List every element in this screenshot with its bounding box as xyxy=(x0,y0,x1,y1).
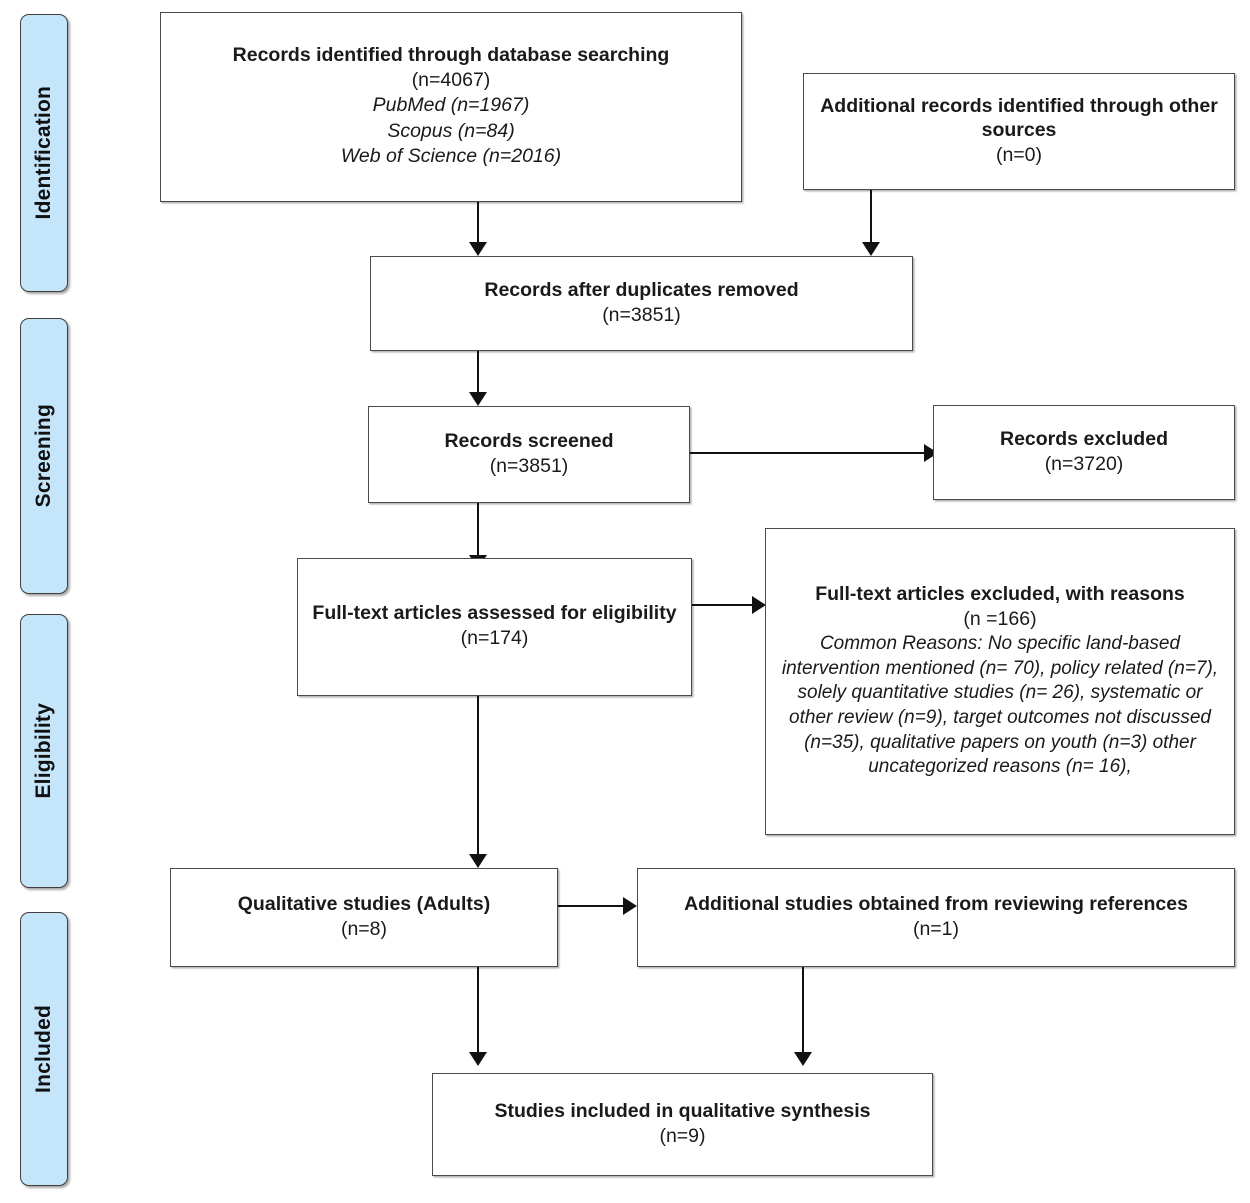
box-title: Additional records identified through ot… xyxy=(820,95,1218,141)
arrow-additional-to-included xyxy=(794,1052,812,1066)
box-title: Qualitative studies (Adults) xyxy=(237,892,491,915)
source-web-of-science: Web of Science (n=2016) xyxy=(340,145,562,168)
exclusion-reasons: Common Reasons: No specific land-based i… xyxy=(781,633,1219,778)
arrow-qualitative-to-additional xyxy=(623,897,637,915)
connector-qualitative-to-additional xyxy=(558,905,623,908)
phase-tab-included: Included xyxy=(20,912,68,1186)
connector-fulltext-to-excluded-reasons xyxy=(692,604,752,607)
phase-label-eligibility: Eligibility xyxy=(32,703,55,799)
box-additional-studies-from-references: Additional studies obtained from reviewi… xyxy=(637,868,1235,967)
phase-tab-identification: Identification xyxy=(20,14,68,292)
box-count: (n=1) xyxy=(912,917,960,940)
connector-additional-to-included xyxy=(802,967,805,1052)
box-title: Records screened xyxy=(444,429,614,452)
box-fulltext-assessed-for-eligibility: Full-text articles assessed for eligibil… xyxy=(297,558,692,696)
box-count: (n=3851) xyxy=(602,303,681,326)
box-title: Records excluded xyxy=(1000,427,1168,450)
box-fulltext-excluded-with-reasons: Full-text articles excluded, with reason… xyxy=(765,528,1235,835)
box-count: (n=8) xyxy=(340,917,388,940)
box-records-excluded: Records excluded (n=3720) xyxy=(933,405,1235,500)
connector-screened-to-excluded xyxy=(690,452,924,455)
arrow-other-sources-to-duplicates xyxy=(862,242,880,256)
phase-label-identification: Identification xyxy=(32,86,55,220)
box-count: (n=4067) xyxy=(411,68,491,91)
arrow-fulltext-to-excluded-reasons xyxy=(752,596,766,614)
box-records-identified-database: Records identified through database sear… xyxy=(160,12,742,202)
box-records-after-duplicates-removed: Records after duplicates removed (n=3851… xyxy=(370,256,913,351)
phase-tab-eligibility: Eligibility xyxy=(20,614,68,888)
arrow-fulltext-to-qualitative xyxy=(469,854,487,868)
connector-screened-to-fulltext xyxy=(477,503,480,555)
connector-other-sources-to-duplicates xyxy=(870,190,873,242)
box-title: Records after duplicates removed xyxy=(484,278,799,301)
box-count: (n=174) xyxy=(460,627,529,650)
phase-label-included: Included xyxy=(32,1005,55,1093)
box-count: (n=3851) xyxy=(489,454,569,477)
box-records-screened: Records screened (n=3851) xyxy=(368,406,690,503)
box-title: Full-text articles assessed for eligibil… xyxy=(312,602,677,625)
source-pubmed: PubMed (n=1967) xyxy=(372,93,530,116)
connector-duplicates-to-screened xyxy=(477,351,480,392)
phase-label-screening: Screening xyxy=(32,404,55,508)
box-count: (n=0) xyxy=(995,143,1043,166)
phase-tab-screening: Screening xyxy=(20,318,68,594)
arrow-database-to-duplicates xyxy=(469,242,487,256)
box-count: (n =166) xyxy=(963,607,1037,630)
box-additional-records-other-sources: Additional records identified through ot… xyxy=(803,73,1235,190)
box-title: Additional studies obtained from reviewi… xyxy=(684,892,1188,915)
source-scopus: Scopus (n=84) xyxy=(387,119,515,142)
connector-qualitative-to-included xyxy=(477,967,480,1052)
box-title: Studies included in qualitative synthesi… xyxy=(494,1099,871,1122)
box-count: (n=3720) xyxy=(1044,452,1124,475)
connector-database-to-duplicates xyxy=(477,202,480,242)
arrow-duplicates-to-screened xyxy=(469,392,487,406)
box-qualitative-studies-adults: Qualitative studies (Adults) (n=8) xyxy=(170,868,558,967)
box-title: Full-text articles excluded, with reason… xyxy=(815,582,1185,605)
box-studies-included-qualitative-synthesis: Studies included in qualitative synthesi… xyxy=(432,1073,933,1176)
connector-fulltext-to-qualitative xyxy=(477,696,480,854)
box-title: Records identified through database sear… xyxy=(232,43,670,66)
arrow-qualitative-to-included xyxy=(469,1052,487,1066)
box-count: (n=9) xyxy=(659,1124,706,1147)
